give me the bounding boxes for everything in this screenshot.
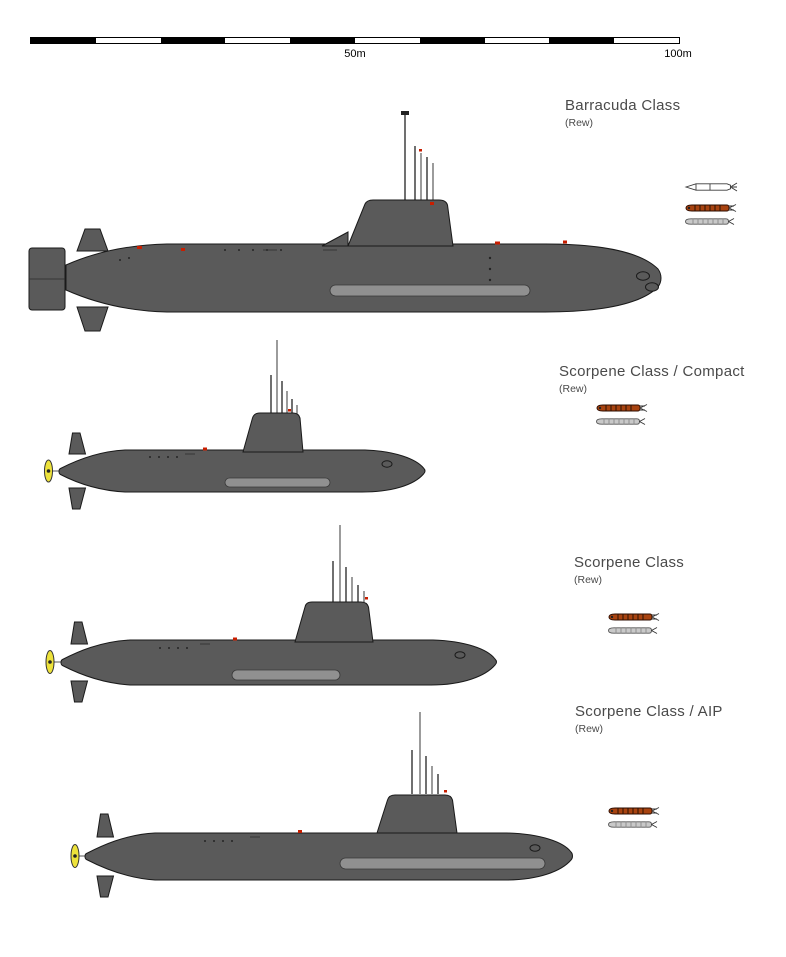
gray-torpedo-icon <box>606 820 660 829</box>
scale-segment <box>160 38 226 43</box>
credit-scorpene-compact: (Rew) <box>559 383 587 395</box>
scale-segment <box>419 38 485 43</box>
scale-label-100m: 100m <box>664 48 692 60</box>
class-name-scorpene-compact: Scorpene Class / Compact <box>559 363 745 380</box>
credit-scorpene-aip: (Rew) <box>575 723 603 735</box>
red-torpedo-icon <box>606 806 664 816</box>
scorpene-aip-profile-drawing <box>70 712 573 898</box>
label-scorpene-compact: Scorpene Class / Compact (Rew) <box>559 363 745 395</box>
scale-segment <box>290 38 355 43</box>
scale-segment <box>484 38 550 43</box>
class-name-barracuda: Barracuda Class <box>565 97 681 114</box>
scale-bar: 50m 100m <box>30 37 692 60</box>
gray-torpedo-icon <box>683 217 737 226</box>
credit-barracuda: (Rew) <box>565 117 593 129</box>
scale-segment <box>31 38 96 43</box>
scale-segment <box>225 38 291 43</box>
scale-segment <box>95 38 161 43</box>
label-scorpene-aip: Scorpene Class / AIP (Rew) <box>575 703 723 735</box>
red-torpedo-icon <box>594 403 652 413</box>
red-torpedo-icon <box>606 612 664 622</box>
scorpene-compact-profile-drawing <box>44 340 426 510</box>
gray-torpedo-icon <box>606 626 660 635</box>
class-name-scorpene: Scorpene Class <box>574 554 685 571</box>
scale-segment <box>354 38 420 43</box>
missile-icon <box>683 181 745 193</box>
scale-label-50m: 50m <box>344 48 366 60</box>
label-barracuda: Barracuda Class (Rew) <box>565 97 680 129</box>
label-scorpene: Scorpene Class (Rew) <box>574 554 684 586</box>
scorpene-compact-weapons <box>594 403 652 426</box>
scorpene-profile-drawing <box>45 525 497 703</box>
barracuda-weapons <box>683 181 745 226</box>
scorpene-aip-weapons <box>606 806 664 829</box>
red-torpedo-icon <box>683 203 741 213</box>
scale-segment <box>614 38 679 43</box>
class-name-scorpene-aip: Scorpene Class / AIP <box>575 703 723 720</box>
barracuda-profile-drawing <box>28 111 662 332</box>
gray-torpedo-icon <box>594 417 648 426</box>
scale-bar-segments <box>30 37 680 44</box>
credit-scorpene: (Rew) <box>574 574 602 586</box>
scorpene-weapons <box>606 612 664 635</box>
scale-segment <box>549 38 615 43</box>
